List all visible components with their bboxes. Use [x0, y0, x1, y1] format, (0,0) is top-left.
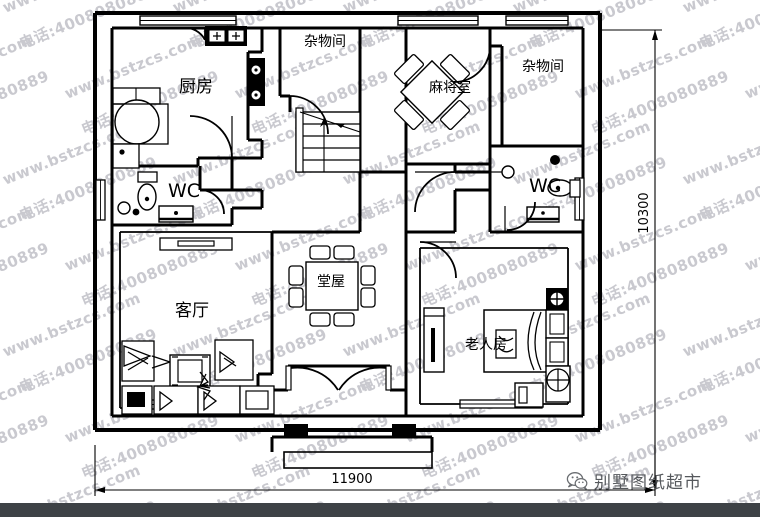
window-mahjong — [397, 15, 479, 26]
door-storage2 — [453, 45, 491, 83]
dimension-width-label: 11900 — [331, 472, 372, 487]
room-label-hall: 堂屋 — [317, 274, 345, 290]
room-label-storage-1: 杂物间 — [304, 34, 346, 50]
room-label-elder-room: 老人房 — [465, 337, 507, 353]
room-label-mahjong: 麻将室 — [429, 79, 471, 96]
wechat-icon — [566, 471, 588, 490]
dimension-height-label: 10300 — [637, 192, 652, 233]
room-label-kitchen: 厨房 — [179, 77, 213, 97]
entry-double-door — [270, 364, 434, 469]
kitchen-fixtures — [112, 26, 265, 169]
staircase — [289, 95, 361, 173]
hall-dining-set — [288, 245, 376, 327]
mahjong-table — [393, 53, 471, 131]
room-label-wc-left: WC — [168, 180, 200, 202]
window-wc-left-wall — [95, 179, 106, 221]
brand-logo: 别墅图纸超市 — [566, 468, 702, 493]
brand-logo-label: 别墅图纸超市 — [594, 473, 702, 493]
wc-right-fixtures — [490, 155, 581, 232]
dimension-height: 10300 — [600, 29, 662, 490]
window-kitchen — [139, 15, 237, 26]
room-label-wc-right: WC — [529, 175, 561, 197]
living-room-furniture — [121, 237, 275, 415]
wc-left-fixtures — [117, 171, 225, 223]
room-label-storage-2: 杂物间 — [522, 59, 564, 75]
bottom-bar — [0, 503, 760, 517]
window-storage2 — [505, 15, 569, 26]
room-label-living: 客厅 — [175, 301, 209, 321]
elder-room-furniture — [419, 241, 571, 408]
door-mahjong — [414, 171, 456, 213]
